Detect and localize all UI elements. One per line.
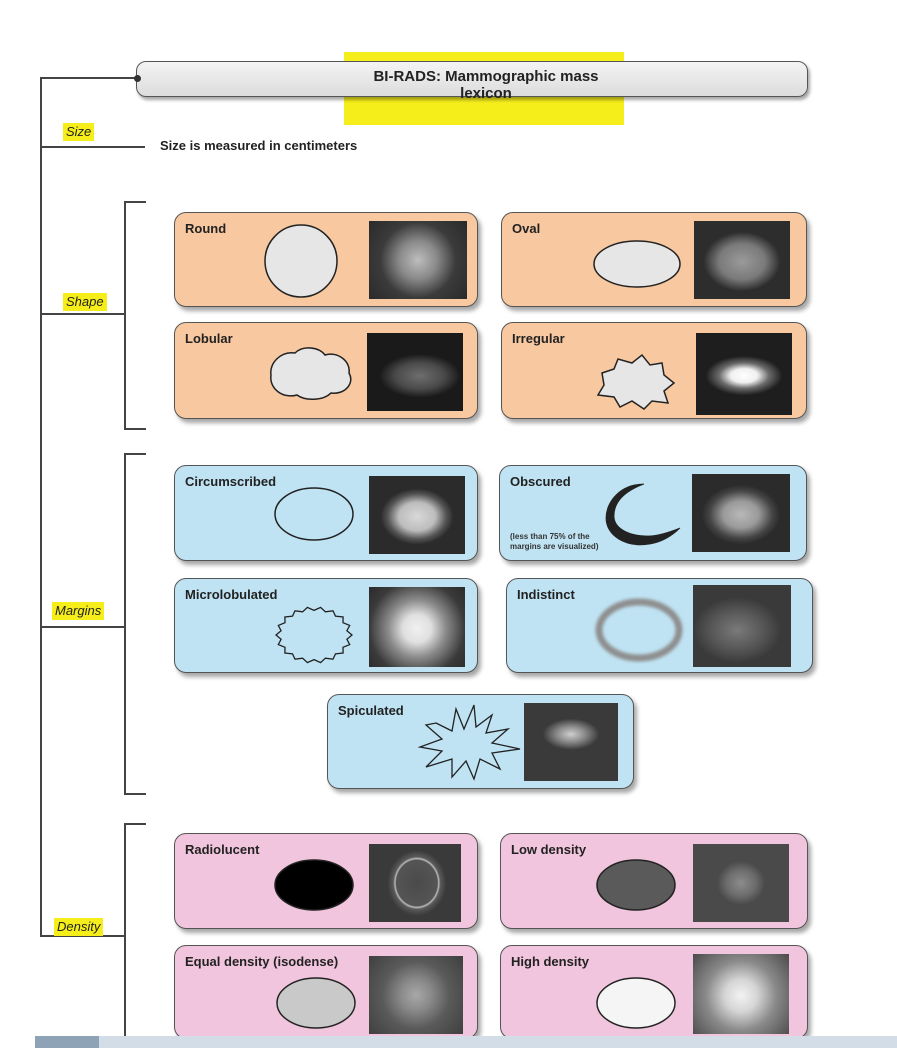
card-label: Lobular [185,331,233,346]
size-description: Size is measured in centimeters [160,138,358,153]
diagram-title: BI-RADS: Mammographic mass lexicon [373,68,599,102]
margins-bracket-vertical [124,453,126,795]
microlobulated-mammogram-image [369,587,465,667]
indistinct-mammogram-image [693,585,791,667]
oval-shape-icon [593,240,681,288]
radiolucent-mammogram-image [369,844,461,922]
high-density-shape-icon [596,977,676,1029]
irregular-shape-icon [596,353,676,410]
title-bar [136,61,808,97]
card-label: Radiolucent [185,842,260,857]
obscured-shape-icon [605,483,681,546]
spiculated-shape-icon [417,704,521,781]
spiculated-mammogram-image [524,703,618,781]
low-density-shape-icon [596,859,676,911]
low-density-mammogram-image [693,844,789,922]
card-label: Microlobulated [185,587,278,602]
tree-top-connector [40,77,137,79]
card-spiculated: Spiculated [327,694,634,789]
microlobulated-shape-icon [274,606,354,664]
obscured-mammogram-image [692,474,790,552]
footer-bar-right [99,1036,897,1048]
card-low-density: Low density [500,833,808,929]
card-high-density: High density [500,945,808,1039]
equal-density-shape-icon [276,977,356,1029]
card-radiolucent: Radiolucent [174,833,478,929]
radiolucent-shape-icon [274,859,354,911]
card-label: Circumscribed [185,474,277,489]
lobular-mammogram-image [367,333,463,411]
card-lobular: Lobular [174,322,478,419]
card-indistinct: Indistinct [506,578,813,673]
card-irregular: Irregular [501,322,807,419]
card-label: Equal density (isodense) [185,954,339,969]
shape-bracket-bottom [124,428,146,430]
shape-bracket-vertical [124,201,126,430]
card-circumscribed: Circumscribed [174,465,478,561]
margins-connector [40,626,126,628]
irregular-mammogram-image [696,333,792,415]
round-shape-icon [264,224,338,298]
card-label: Obscured [510,474,571,489]
card-label: Low density [511,842,587,857]
lobular-shape-icon [270,347,352,400]
card-microlobulated: Microlobulated [174,578,478,673]
category-density-label: Density [54,918,104,936]
card-label: High density [511,954,590,969]
high-density-mammogram-image [693,954,789,1034]
size-connector [40,146,145,148]
category-margins-label: Margins [52,602,105,620]
tree-trunk [40,77,42,937]
round-mammogram-image [369,221,467,299]
card-label: Indistinct [517,587,575,602]
circumscribed-mammogram-image [369,476,465,554]
margins-bracket-bottom [124,793,146,795]
card-equal-density: Equal density (isodense) [174,945,478,1039]
obscured-note-line-1: (less than 75% of the [510,532,590,541]
oval-mammogram-image [694,221,790,299]
card-oval: Oval [501,212,807,307]
density-connector [40,935,126,937]
margins-bracket-top [124,453,146,455]
category-size-label: Size [63,123,95,141]
card-label: Oval [512,221,541,236]
equal-density-mammogram-image [369,956,463,1034]
category-shape-label: Shape [63,293,107,311]
density-bracket-top [124,823,146,825]
card-label: Irregular [512,331,565,346]
tree-root-dot [134,75,141,82]
card-obscured: Obscured (less than 75% of the margins a… [499,465,807,561]
indistinct-shape-icon [595,598,683,662]
shape-bracket-top [124,201,146,203]
circumscribed-shape-icon [274,487,354,541]
card-round: Round [174,212,478,307]
card-label: Spiculated [338,703,404,718]
obscured-note-line-2: margins are visualized) [510,542,599,551]
density-bracket-vertical [124,823,126,1036]
shape-connector [40,313,126,315]
footer-bar-left [35,1036,99,1048]
card-label: Round [185,221,227,236]
